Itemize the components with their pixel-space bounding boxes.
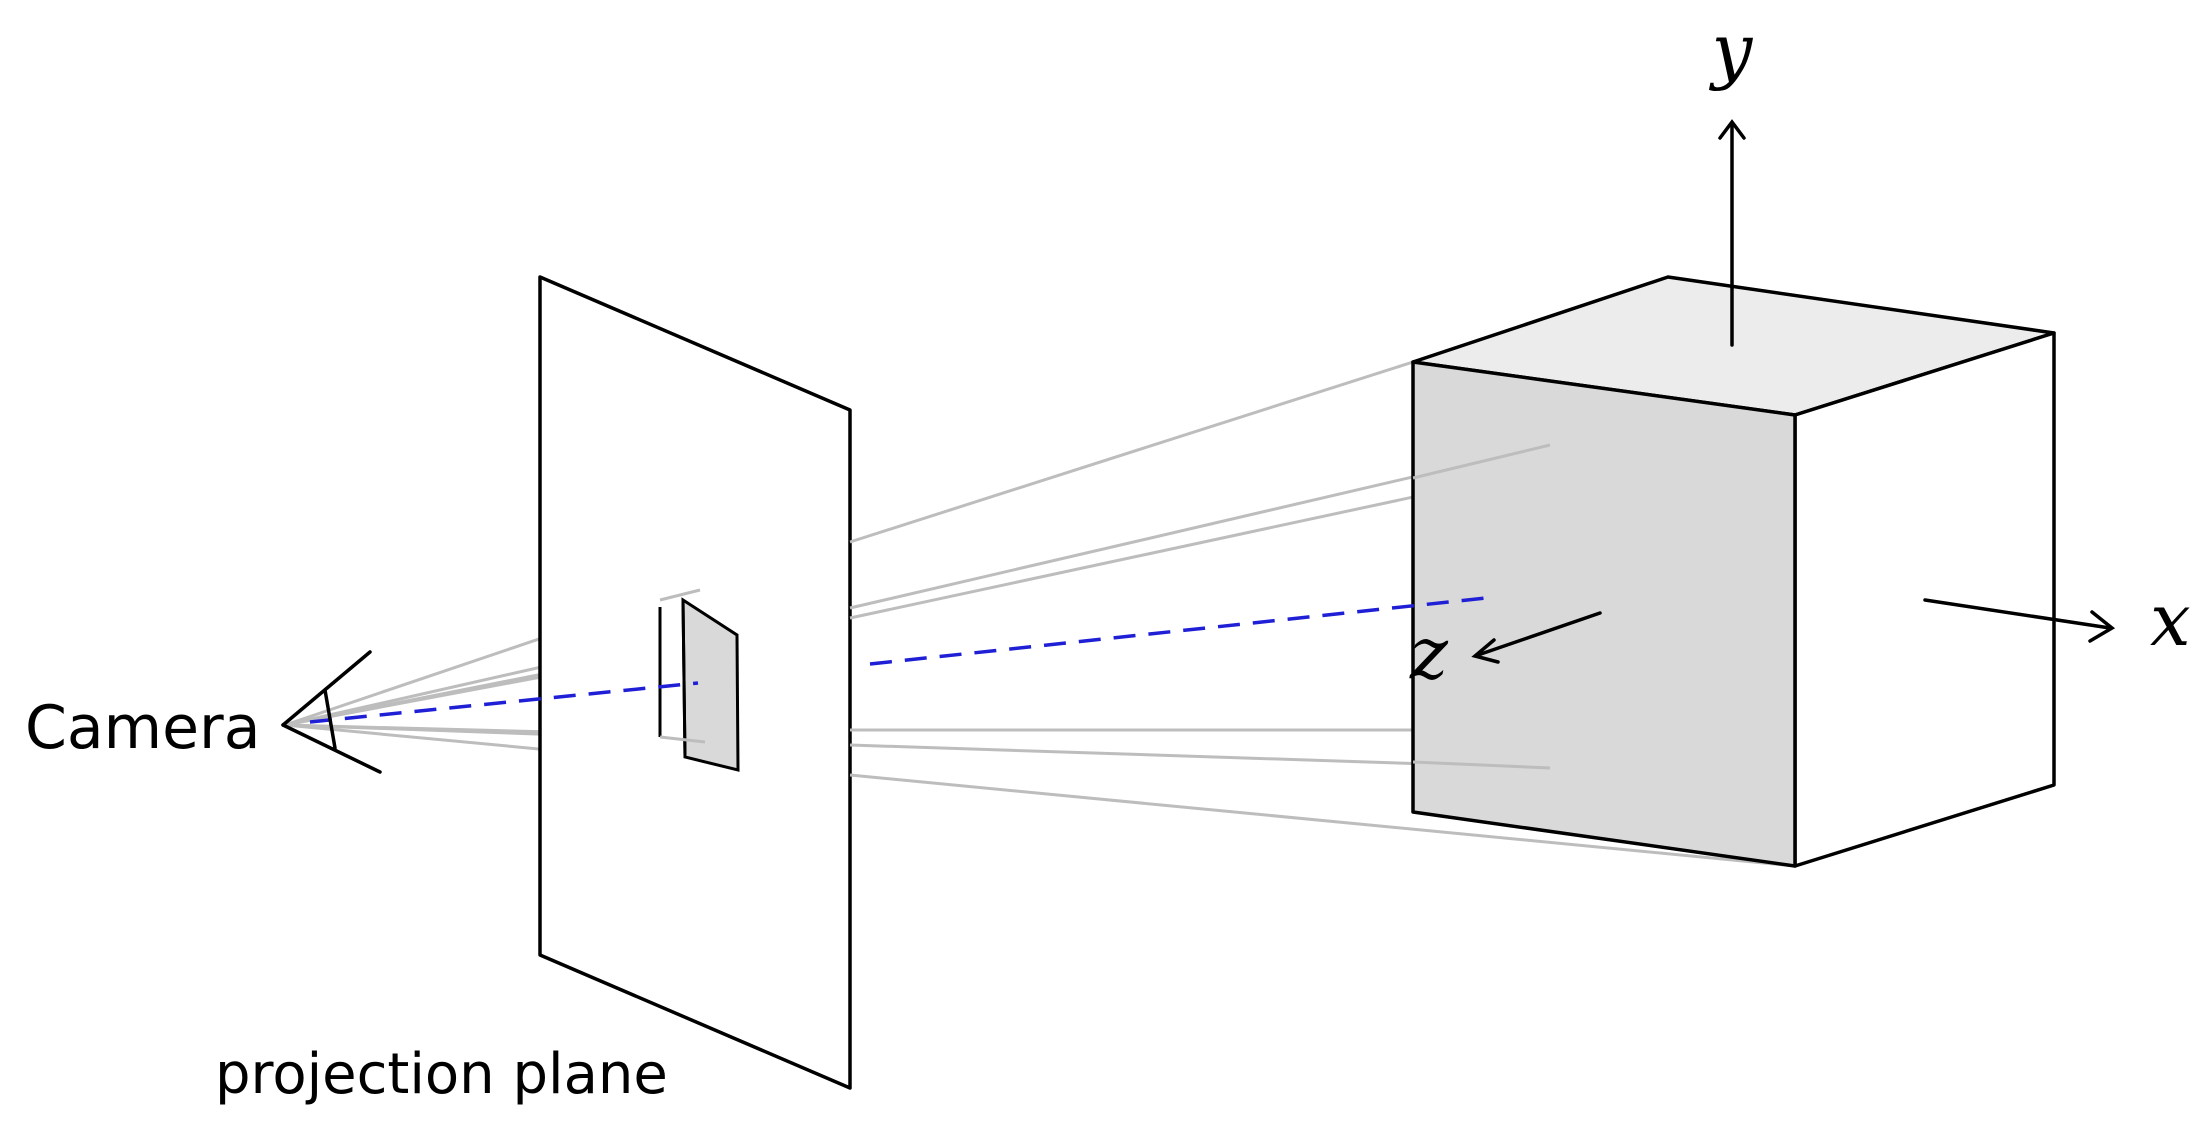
y-axis-label: y	[1709, 8, 1754, 92]
z-axis-label: z	[1409, 611, 1449, 695]
cube	[1411, 275, 2056, 868]
camera-rays	[284, 595, 741, 770]
projected-cube-edge	[681, 599, 687, 758]
projected-cube-image	[658, 588, 740, 772]
camera-icon	[281, 650, 382, 774]
x-axis-label: x	[2150, 578, 2191, 662]
cube-front-face	[1411, 360, 1797, 868]
optical-axis	[309, 595, 1496, 724]
y-axis-arrow	[1718, 119, 1746, 347]
z-axis-arrow	[1471, 611, 1602, 664]
x-axis-arrow	[1923, 598, 2116, 643]
projection-plane-label: projection plane	[215, 1042, 668, 1107]
camera-label: Camera	[25, 693, 260, 763]
hidden-edge-lines	[1412, 443, 1551, 770]
